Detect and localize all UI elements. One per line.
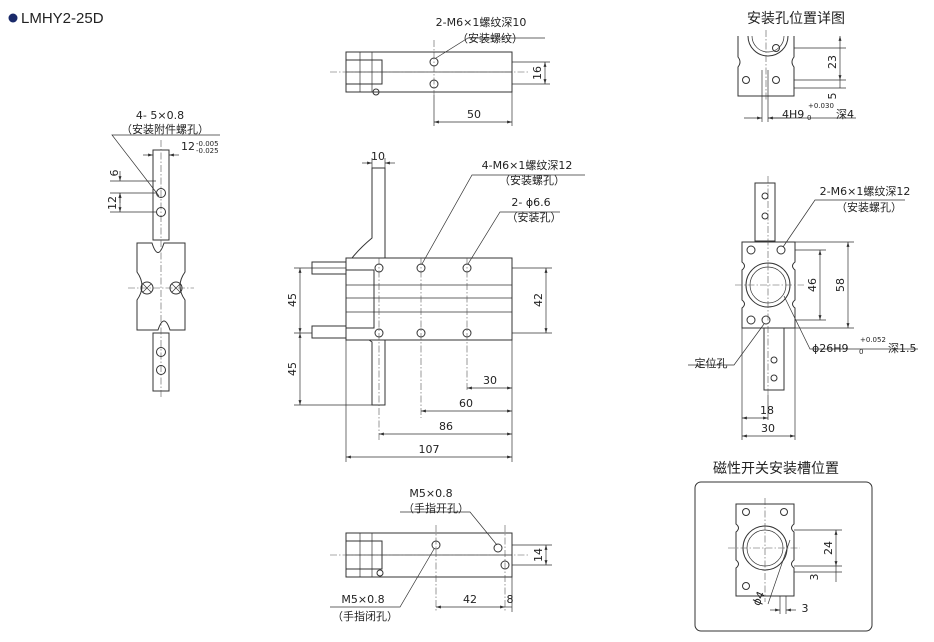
dim-45-upper: 45	[286, 293, 299, 307]
front-view: 10 4-M6×1螺纹深12 （安装螺孔） 2- ϕ6.6 （安装孔） 45 4…	[286, 150, 585, 462]
tol-12-lower: -0.025	[196, 147, 219, 155]
dim-10: 10	[371, 150, 385, 163]
dim-12: 12	[106, 196, 119, 210]
dim-58: 58	[834, 278, 847, 292]
tol-12-label: 12	[181, 140, 195, 153]
dim-3-side: 3	[808, 574, 821, 581]
bore-lower-tol: 0	[859, 348, 863, 356]
front-hole-label: 2- ϕ6.6	[511, 196, 550, 209]
dim-phi4: ϕ4	[750, 589, 768, 607]
pin-depth-label: 深4	[836, 108, 854, 121]
dim-107: 107	[419, 443, 440, 456]
locating-hole-label: 定位孔	[695, 356, 728, 370]
dim-30-right: 30	[761, 422, 775, 435]
open-hole-sub-label: （手指开孔）	[403, 501, 469, 515]
dim-6: 6	[108, 170, 121, 177]
top-thread-sub-label: （安装螺纹）	[457, 31, 523, 45]
top-thread-label: 2-M6×1螺纹深10	[436, 15, 527, 29]
pin-upper-tol: +0.030	[808, 102, 834, 110]
bottom-view: M5×0.8 （手指开孔） M5×0.8 （手指闭孔） 14 42 8	[330, 487, 552, 623]
dim-8: 8	[507, 593, 514, 606]
dim-5: 5	[826, 93, 839, 100]
bore-upper-tol: +0.052	[860, 336, 886, 344]
pin-lower-tol: 0	[807, 114, 811, 122]
dim-16: 16	[531, 66, 544, 80]
dim-42: 42	[532, 293, 545, 307]
close-hole-sub-label: （手指闭孔）	[332, 609, 398, 623]
attach-thread-sub-label: （安装附件螺孔）	[121, 122, 209, 136]
right-thread-sub-label: （安装螺孔）	[836, 200, 902, 214]
mount-detail-title: 安装孔位置详图	[747, 11, 845, 27]
switch-slot-title: 磁性开关安装槽位置	[713, 461, 839, 477]
mount-detail-view: 23 5 4H9 +0.030 0 深4	[737, 30, 856, 122]
dim-86: 86	[439, 420, 453, 433]
dim-30: 30	[483, 374, 497, 387]
close-hole-label: M5×0.8	[341, 593, 384, 606]
front-thread-sub-label: （安装螺孔）	[499, 173, 565, 187]
left-side-view: 4- 5×0.8 （安装附件螺孔） 12 -0.005 -0.025 6 12	[106, 109, 220, 398]
bore-depth-label: 深1.5	[888, 342, 917, 355]
dim-18: 18	[760, 404, 774, 417]
dim-46: 46	[806, 278, 819, 292]
dim-23: 23	[826, 55, 839, 69]
model-bullet-icon	[8, 13, 18, 23]
dim-42-bottom: 42	[463, 593, 477, 606]
model-title: LMHY2-25D	[21, 10, 104, 27]
bore-main-label: ϕ26H9	[812, 342, 849, 355]
dim-50: 50	[467, 108, 481, 121]
attach-thread-label: 4- 5×0.8	[136, 109, 184, 122]
switch-slot-view: 3 24 3 ϕ4	[694, 481, 873, 632]
dim-3-bottom: 3	[802, 602, 809, 615]
front-thread-label: 4-M6×1螺纹深12	[482, 158, 573, 172]
open-hole-label: M5×0.8	[409, 487, 452, 500]
tol-12-upper: -0.005	[196, 140, 219, 148]
right-view: 2-M6×1螺纹深12 （安装螺孔） ϕ26H9 +0.052 0 深1.5 定…	[688, 176, 918, 440]
dim-14: 14	[532, 548, 545, 562]
dim-24: 24	[822, 541, 835, 555]
dim-60: 60	[459, 397, 473, 410]
switch-slot-frame	[694, 481, 873, 632]
top-view: 2-M6×1螺纹深10 （安装螺纹） 16 50	[330, 15, 550, 126]
front-hole-sub-label: （安装孔）	[507, 210, 562, 224]
dim-45-lower: 45	[286, 362, 299, 376]
right-thread-label: 2-M6×1螺纹深12	[820, 184, 911, 198]
pin-main-label: 4H9	[782, 108, 804, 121]
